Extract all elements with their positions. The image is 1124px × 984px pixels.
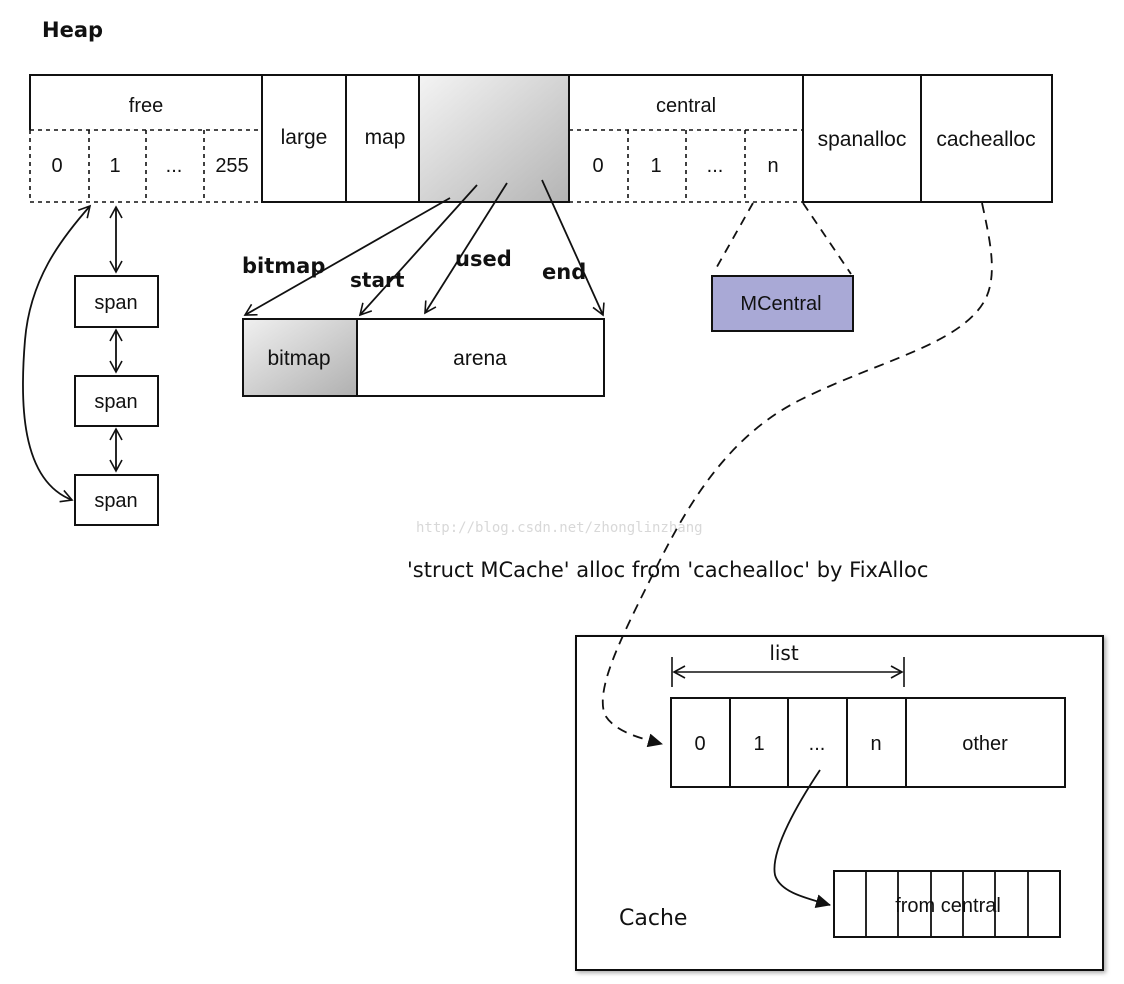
cache-cell-n: n xyxy=(870,733,881,755)
span-list: span span span xyxy=(22,204,159,526)
free-section: free 0 1 ... 255 xyxy=(29,74,262,203)
arena-region-label: arena xyxy=(453,347,507,370)
arena-pointers-block xyxy=(418,74,570,203)
arrow-end xyxy=(541,179,605,317)
map-label: map xyxy=(365,126,406,149)
watermark-text: http://blog.csdn.net/zhonglinzhang xyxy=(416,520,703,536)
pointer-label-bitmap: bitmap xyxy=(242,254,325,278)
heap-title: Heap xyxy=(42,18,103,42)
pointer-label-start: start xyxy=(350,268,405,292)
arrow-list-to-from-central xyxy=(773,769,831,908)
arrow-used xyxy=(424,182,508,315)
mcentral-label: MCentral xyxy=(740,293,821,315)
arrow-start xyxy=(358,184,478,317)
cache-cell-ellipsis: ... xyxy=(809,733,826,755)
cache-cell-0: 0 xyxy=(694,733,705,755)
mcentral-box xyxy=(711,275,854,332)
central-cell-1: 1 xyxy=(650,155,661,177)
spanalloc-label: spanalloc xyxy=(818,128,907,151)
central-cell-ellipsis: ... xyxy=(707,155,724,177)
free-cell-1: 1 xyxy=(109,155,120,177)
cachealloc-label: cachealloc xyxy=(936,128,1035,151)
heap-bar: free 0 1 ... 255 large map xyxy=(29,74,1053,203)
cachealloc-section: cachealloc xyxy=(920,74,1053,203)
central-cell-0: 0 xyxy=(592,155,603,177)
pointer-label-used: used xyxy=(455,247,512,271)
cache-cell-1: 1 xyxy=(753,733,764,755)
cache-list-row: 0 1 ... n other xyxy=(670,697,1066,788)
cache-cell-other: other xyxy=(962,733,1008,755)
span-label-2: span xyxy=(94,391,137,413)
central-cell-n: n xyxy=(767,155,778,177)
from-central-row: from central xyxy=(833,870,1061,938)
mcentral-expansion: MCentral xyxy=(711,202,854,332)
free-label: free xyxy=(129,95,163,117)
spanalloc-section: spanalloc xyxy=(802,74,922,203)
curved-arrow-free-to-last-span xyxy=(22,204,92,503)
span-label-3: span xyxy=(94,490,137,512)
free-cell-ellipsis: ... xyxy=(166,155,183,177)
arena-block: bitmap arena xyxy=(242,318,605,397)
list-label: list xyxy=(769,641,799,665)
central-section: central 0 1 ... n xyxy=(569,74,803,203)
free-cell-255: 255 xyxy=(215,155,248,177)
span-label-1: span xyxy=(94,292,137,314)
pointer-label-end: end xyxy=(542,260,586,284)
from-central-label: from central xyxy=(895,895,1001,917)
cache-title: Cache xyxy=(619,906,687,931)
cache-box: Cache list 0 1 ... n other f xyxy=(575,635,1104,971)
free-cell-0: 0 xyxy=(51,155,62,177)
bitmap-region xyxy=(242,318,358,397)
bitmap-region-label: bitmap xyxy=(267,347,330,370)
arena-region xyxy=(356,318,605,397)
large-label: large xyxy=(281,126,328,149)
mcentral-dash-right xyxy=(802,202,852,275)
mcentral-dash-left xyxy=(713,202,754,273)
map-section: map xyxy=(345,74,420,203)
arena-pointer-arrows: bitmap start used end xyxy=(242,179,605,317)
large-section: large xyxy=(261,74,347,203)
arrow-bitmap xyxy=(243,197,451,316)
mcache-caption: 'struct MCache' alloc from 'cachealloc' … xyxy=(407,558,928,582)
central-label: central xyxy=(656,95,716,117)
